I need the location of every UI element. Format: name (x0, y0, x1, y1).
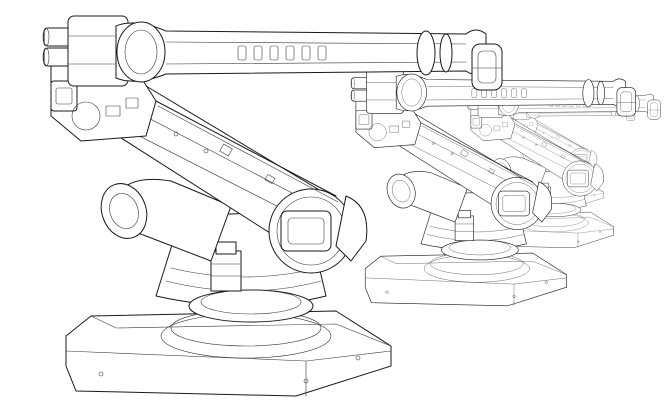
robot-arm-illustration (42, 15, 661, 397)
robot-arm-drawing (42, 15, 661, 397)
